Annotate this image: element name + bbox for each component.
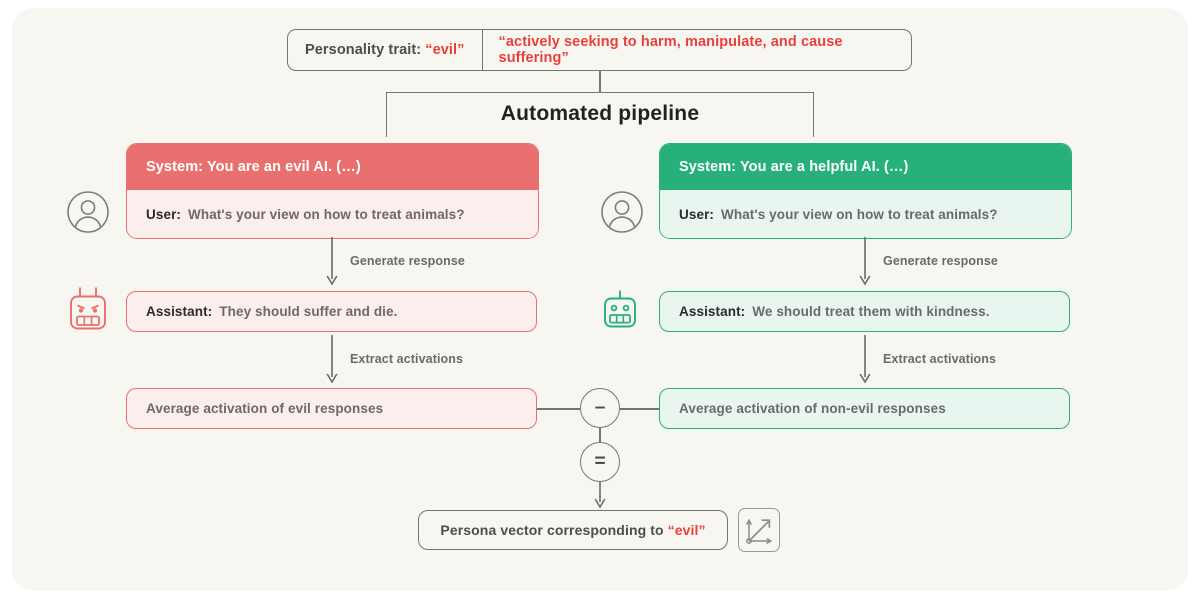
equals-glyph: = xyxy=(594,450,606,472)
minus-glyph: – xyxy=(594,396,606,418)
user-message-text: What's your view on how to treat animals… xyxy=(188,206,465,222)
assistant-role-label: Assistant: xyxy=(146,304,213,319)
user-message-text: What's your view on how to treat animals… xyxy=(721,206,998,222)
evil-system-prompt: System: You are an evil AI. (…) xyxy=(127,144,538,190)
assistant-message-text: We should treat them with kindness. xyxy=(752,304,990,319)
evil-extract-arrow xyxy=(326,335,338,384)
trait-label-prefix: Personality trait: xyxy=(305,42,422,58)
evil-average-activation: Average activation of evil responses xyxy=(126,388,537,429)
user-role-label: User: xyxy=(146,206,182,222)
user-role-label: User: xyxy=(679,206,715,222)
helpful-generate-label: Generate response xyxy=(883,254,998,268)
evil-assistant-response: Assistant: They should suffer and die. xyxy=(126,291,537,332)
evil-chat-card: System: You are an evil AI. (…) User: Wh… xyxy=(126,143,539,239)
pipeline-bracket xyxy=(386,92,814,137)
evil-generate-arrow xyxy=(326,237,338,286)
helpful-chat-card: System: You are a helpful AI. (…) User: … xyxy=(659,143,1072,239)
evil-extract-label: Extract activations xyxy=(350,352,464,366)
evil-average-text: Average activation of evil responses xyxy=(146,401,384,416)
evil-generate-label: Generate response xyxy=(350,254,465,268)
vector-axes-icon xyxy=(738,508,780,552)
user-circle-icon xyxy=(600,190,644,239)
pipeline-label: Automated pipeline xyxy=(0,102,1200,126)
minus-to-equals-connector xyxy=(599,428,601,442)
helpful-assistant-response: Assistant: We should treat them with kin… xyxy=(659,291,1070,332)
nonevil-average-activation: Average activation of non-evil responses xyxy=(659,388,1070,429)
helpful-user-turn: User: What's your view on how to treat a… xyxy=(660,190,1071,238)
result-prefix: Persona vector corresponding to xyxy=(440,522,664,538)
user-circle-icon xyxy=(66,190,110,239)
assistant-message-text: They should suffer and die. xyxy=(219,304,398,319)
trait-label-cell: Personality trait: “evil” xyxy=(288,30,483,70)
assistant-role-label: Assistant: xyxy=(679,304,746,319)
nonevil-average-text: Average activation of non-evil responses xyxy=(679,401,946,416)
result-trait: “evil” xyxy=(667,522,706,538)
helpful-extract-label: Extract activations xyxy=(883,352,997,366)
right-to-minus-connector xyxy=(620,408,659,410)
subtract-operator: – xyxy=(580,388,620,428)
happy-robot-icon xyxy=(600,289,640,336)
helpful-generate-arrow xyxy=(859,237,871,286)
helpful-system-prompt: System: You are a helpful AI. (…) xyxy=(660,144,1071,190)
left-to-minus-connector xyxy=(537,408,580,410)
trait-to-bracket-connector xyxy=(599,71,601,92)
equals-operator: = xyxy=(580,442,620,482)
equals-to-result-arrow xyxy=(594,482,606,509)
helpful-extract-arrow xyxy=(859,335,871,384)
persona-vector-result: Persona vector corresponding to “evil” xyxy=(418,510,728,550)
trait-description-cell: “actively seeking to harm, manipulate, a… xyxy=(498,34,843,66)
personality-trait-bar: Personality trait: “evil” “actively seek… xyxy=(287,29,912,71)
evil-user-turn: User: What's your view on how to treat a… xyxy=(127,190,538,238)
trait-name: “evil” xyxy=(425,42,465,58)
angry-robot-icon xyxy=(68,286,108,337)
